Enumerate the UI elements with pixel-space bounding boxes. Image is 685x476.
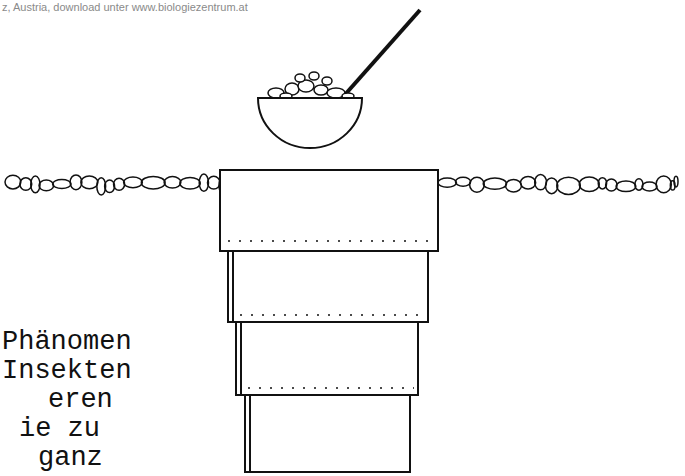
stone — [105, 180, 115, 192]
stone — [180, 177, 200, 189]
stone — [114, 178, 125, 190]
watermark: z, Austria, download unter www.biologiez… — [2, 1, 248, 14]
ladle — [258, 10, 420, 148]
stone — [635, 179, 643, 191]
stone — [455, 177, 470, 186]
stone — [438, 178, 456, 187]
trap-cups — [220, 170, 438, 472]
stone — [124, 177, 143, 188]
text-fragment: Insekten — [2, 356, 132, 387]
stone — [81, 176, 98, 189]
stone — [309, 72, 319, 80]
stone — [606, 179, 617, 191]
text-fragment: ganz — [38, 443, 103, 474]
stone — [70, 175, 82, 190]
text-fragment: Phänomen — [2, 327, 132, 358]
stone — [520, 177, 535, 189]
stone — [506, 179, 522, 191]
stone — [164, 177, 181, 188]
stone — [295, 74, 305, 82]
stone — [322, 77, 332, 85]
stone — [470, 177, 485, 192]
stone — [141, 176, 165, 188]
stone — [5, 175, 21, 189]
stone — [545, 178, 557, 194]
stone — [616, 181, 636, 192]
stone — [53, 180, 72, 189]
stone — [483, 178, 506, 189]
text-fragment: ie zu — [19, 414, 100, 445]
stone — [579, 177, 599, 191]
stone — [20, 178, 32, 190]
fill-level-dots — [228, 241, 432, 388]
stone — [656, 176, 671, 193]
stone — [674, 176, 678, 187]
stone — [642, 182, 657, 191]
stone — [557, 177, 580, 194]
stone — [207, 176, 220, 189]
stone — [314, 85, 328, 95]
text-fragment: eren — [48, 385, 113, 416]
stone — [39, 180, 54, 191]
stone — [535, 174, 547, 189]
